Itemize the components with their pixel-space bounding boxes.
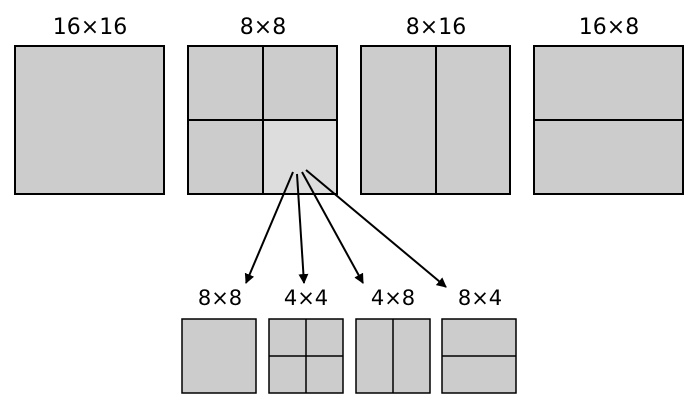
arrows xyxy=(244,169,447,288)
sub-block-4x8-split xyxy=(355,318,431,394)
label-16x16: 16×16 xyxy=(53,15,127,40)
arrow-to-4x4 xyxy=(296,173,309,284)
sub-block-8x8 xyxy=(181,318,257,394)
sub-label-4x4: 4×4 xyxy=(284,286,328,310)
block-16x8-split xyxy=(533,45,684,195)
sub-block-8x4-split xyxy=(441,318,517,394)
block-8x16-split xyxy=(360,45,511,195)
label-8x8: 8×8 xyxy=(240,15,286,40)
label-8x16: 8×16 xyxy=(406,15,466,40)
arrow-to-8x8 xyxy=(244,171,294,284)
sub-label-8x4: 8×4 xyxy=(458,286,502,310)
sub-label-8x8: 8×8 xyxy=(198,286,242,310)
block-16x16 xyxy=(14,45,165,195)
arrow-to-4x8 xyxy=(301,171,364,284)
sub-label-4x8: 4×8 xyxy=(371,286,415,310)
sub-block-4x4-split xyxy=(268,318,344,394)
arrow-to-8x4 xyxy=(305,169,447,288)
block-8x8-split xyxy=(187,45,338,195)
highlighted-quadrant xyxy=(263,120,337,194)
label-16x8: 16×8 xyxy=(579,15,639,40)
